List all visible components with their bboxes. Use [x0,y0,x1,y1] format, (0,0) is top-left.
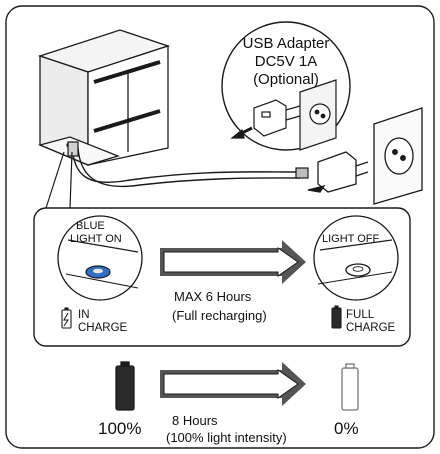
callout-connector [45,151,73,209]
adapter-note: (Optional) [253,71,319,88]
adapter-spec: DC5V 1A [254,53,318,70]
runtime-duration-note: (100% light intensity) [166,430,287,445]
wall-outlet-icon [373,107,423,205]
battery-charging-icon [61,307,72,329]
off-indicator-center [352,266,364,272]
battery-full-icon [331,305,342,329]
battery-full-level: 100% [98,419,142,438]
blue-light-bubble [57,215,143,301]
bubble-edge-line [67,239,139,253]
blue-label-line1: BLUE [76,220,105,232]
bubble-edge-line [319,239,393,251]
in-charge-line2: CHARGE [78,322,128,334]
charging-cable [71,147,301,188]
in-charge-line1: IN [78,309,90,321]
usb-plug-icon [67,141,309,179]
adapter-title: USB Adapter [242,35,330,52]
runtime-arrow [160,362,306,406]
full-charge-line1: FULL [346,309,375,321]
runtime-duration: 8 Hours [172,413,218,428]
blue-label-line2: LIGHT ON [70,233,122,245]
battery-empty-icon [341,363,359,411]
bubble-edge-line [317,271,393,285]
light-off-label: LIGHT OFF [322,233,380,245]
outer-frame [5,5,435,449]
usb-adapter-icon [307,151,369,193]
wall-lamp-illustration [37,29,171,166]
battery-empty-level: 0% [334,419,359,438]
light-off-bubble [313,215,399,301]
charging-arrow [160,240,306,284]
full-charge-line2: CHARGE [346,322,396,334]
blue-indicator-center [93,268,103,274]
charge-duration-note: (Full recharging) [172,308,267,323]
callout-adapter-icon [230,79,337,151]
battery-100-icon [115,361,135,411]
bubble-edge-line [65,273,139,289]
charge-duration: MAX 6 Hours [174,289,252,304]
